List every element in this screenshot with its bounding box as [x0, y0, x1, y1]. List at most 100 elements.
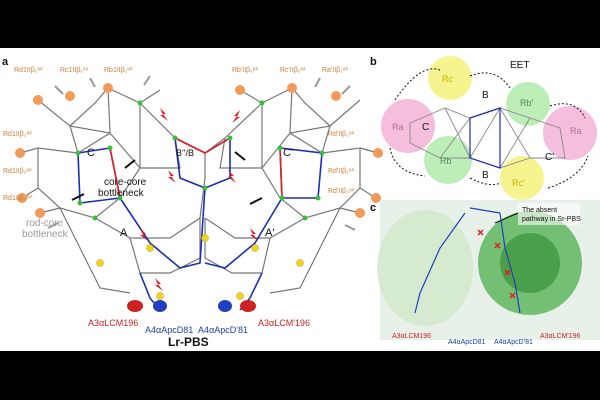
residue-label-lcm-prime: A3αLCM'196: [258, 318, 310, 328]
arrow-icon: [143, 75, 151, 86]
rod-circle-rb: [424, 136, 472, 184]
arrow-icon: [314, 77, 321, 88]
panel-c-label: c: [370, 202, 376, 214]
chromophore-icon: [153, 300, 167, 312]
chromophore-icon: [218, 300, 232, 312]
rod-arrows: [47, 75, 356, 231]
pigment-nodes: [75, 100, 325, 221]
left-core-blob: [377, 210, 473, 326]
lightning-icon: [160, 108, 168, 121]
callout-line-1: The absent: [522, 207, 557, 214]
core-label-c-prime: C': [283, 147, 293, 159]
callout-box: [518, 203, 580, 225]
rod-label-right-2: Rd'IIβ₁⁸²: [328, 168, 355, 175]
absent-pathway-marks: [477, 229, 516, 299]
rod-circle-rc: [428, 56, 472, 100]
arrow-icon: [71, 193, 85, 201]
panel-b-core-b-top: B: [482, 90, 489, 101]
terminal-nodes: [96, 234, 304, 300]
panel-c-residue-apcd-prime: A4αApcD'81: [494, 339, 533, 346]
callout-arrow: [494, 212, 519, 224]
lightning-icon: [168, 170, 176, 183]
rod-label-top-left-3: Rb1IIβ₁⁸²: [104, 67, 133, 74]
eet-arrow: [549, 103, 586, 119]
core-label-c: C: [87, 147, 95, 159]
rod-label-left-1: Rd1IIβ₂⁸²: [3, 131, 32, 138]
core-label-a-prime: A': [265, 227, 274, 239]
panel-b-eet-arrows: [389, 68, 589, 189]
panel-a-label: a: [2, 56, 9, 68]
eet-arrow: [469, 72, 511, 89]
arrow-icon: [124, 159, 136, 169]
core-core-label: core-core: [104, 177, 147, 188]
panel-c-pathway: [414, 207, 521, 314]
rod-circle-ra-prime: [543, 106, 597, 160]
right-core-inner: [500, 233, 560, 293]
core-core-bottleneck-label: bottleneck: [98, 188, 145, 199]
arrow-icon: [54, 85, 64, 95]
panel-a-title: Lr-PBS: [168, 335, 209, 349]
circle-label-ra: Ra: [392, 122, 404, 132]
rod-label-top-right-3: Ra'IIβ₁⁸²: [322, 67, 349, 74]
circle-label-rb: Rb: [440, 156, 452, 166]
eet-label: EET: [510, 60, 529, 71]
panel-c: c The absent pathway in Sr-PBS A3αLCM196…: [370, 200, 600, 346]
rod-label-left-3: Rd1IIβ₃⁸²: [3, 195, 33, 202]
cross-icon: [494, 242, 501, 249]
panel-c-residue-apcd: A4αApcD81: [448, 339, 486, 346]
chromophore-icon: [240, 300, 256, 312]
residue-label-lcm: A3αLCM196: [88, 318, 138, 328]
rod-label-right-1: Rd'IIβ₂⁸²: [328, 131, 355, 138]
core-label-b-b: B''/B: [176, 148, 194, 158]
rod-core-bottleneck-label: bottleneck: [22, 229, 69, 240]
circle-label-ra-prime: Ra: [570, 126, 582, 136]
lightning-icon: [250, 228, 258, 241]
eet-arrow: [547, 155, 589, 189]
core-label-a: A: [120, 227, 128, 239]
panel-c-residue-lcm-prime: A3αLCM'196: [540, 333, 581, 340]
lightning-icon: [228, 170, 236, 183]
callout-line-2: pathway in Sr-PBS: [522, 216, 581, 223]
circle-label-rb-prime: Rb': [520, 98, 534, 108]
chromophore-sticks: [127, 300, 256, 312]
rod-network-edges: [19, 87, 379, 294]
cross-icon: [504, 269, 511, 276]
rod-label-right-3: Rd'IIβ₃⁸²: [328, 188, 355, 195]
arrow-icon: [89, 77, 96, 88]
circle-label-rc: Rc: [442, 74, 453, 84]
figure-canvas: a: [0, 48, 600, 351]
residue-label-apcd-prime: A4αApcD'81: [198, 325, 248, 335]
arrow-icon: [47, 222, 59, 229]
arrow-icon: [234, 151, 246, 161]
arrow-icon: [341, 85, 351, 95]
circle-label-rc-prime: Rc': [512, 178, 525, 188]
panel-a: a: [2, 56, 383, 349]
rod-label-top-right-1: Rb'IIβ₁⁸²: [232, 67, 259, 74]
arrow-icon: [344, 224, 356, 231]
lightning-icon: [232, 110, 240, 123]
rod-circle-ra: [381, 99, 435, 153]
panel-c-residue-lcm: A3αLCM196: [392, 333, 431, 340]
chromophore-icon: [127, 300, 143, 312]
residue-label-apcd: A4αApcD81: [145, 325, 193, 335]
panel-b-core-edges: [469, 107, 501, 169]
lightning-icon: [140, 228, 148, 241]
core-bottleneck-edges: [109, 137, 283, 199]
lightning-icon: [155, 278, 163, 291]
rod-label-left-2: Rd1IIβ₁⁸²: [3, 168, 32, 175]
arrow-icon: [249, 197, 263, 205]
rod-nodes: [15, 83, 383, 218]
rod-core-label: rod-core: [26, 218, 64, 229]
panel-b-core-c: C: [422, 122, 429, 133]
core-arrows: [71, 151, 263, 205]
panel-b-label: b: [370, 56, 377, 68]
lightning-icons: [140, 108, 258, 291]
rod-circle-rc-prime: [500, 156, 544, 200]
rod-label-top-left-2: Rc1IIβ₁⁸²: [60, 67, 89, 74]
rod-circle-rb-prime: [506, 82, 550, 126]
panel-b-core-b-bottom: B: [482, 170, 489, 181]
eet-arrow: [469, 177, 501, 186]
cross-icon: [477, 229, 484, 236]
rod-label-top-right-2: Rc'IIβ₁⁸²: [280, 67, 306, 74]
panel-b-core-c-prime: C': [545, 152, 554, 163]
